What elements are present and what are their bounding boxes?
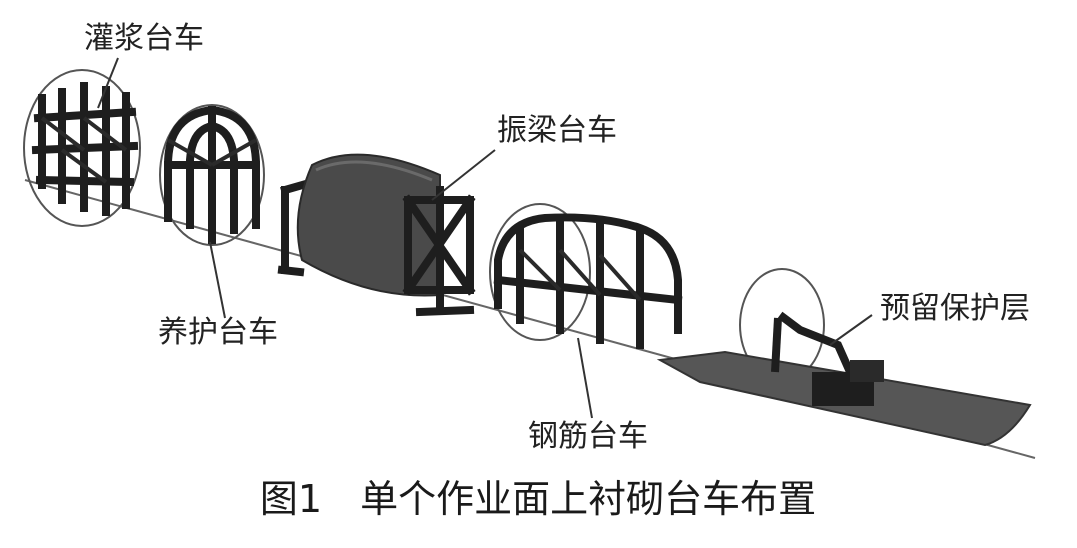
label-rebar-trolley: 钢筋台车 — [528, 419, 648, 454]
label-curing-trolley: 养护台车 — [158, 315, 278, 350]
grouting-trolley — [24, 70, 140, 226]
label-grouting-trolley: 灌浆台车 — [84, 21, 204, 56]
leader-rebar — [578, 338, 592, 418]
figure-caption: 图1 单个作业面上衬砌台车布置 — [260, 477, 816, 521]
curing-trolley — [160, 105, 264, 245]
leader-vibrating — [432, 150, 495, 200]
leader-reserved — [830, 315, 872, 345]
leader-curing — [210, 242, 225, 318]
vibrating-trolley — [282, 155, 470, 312]
label-reserved-layer: 预留保护层 — [880, 291, 1030, 326]
label-vibrating-trolley: 振梁台车 — [497, 113, 617, 148]
rebar-trolley — [490, 204, 678, 345]
